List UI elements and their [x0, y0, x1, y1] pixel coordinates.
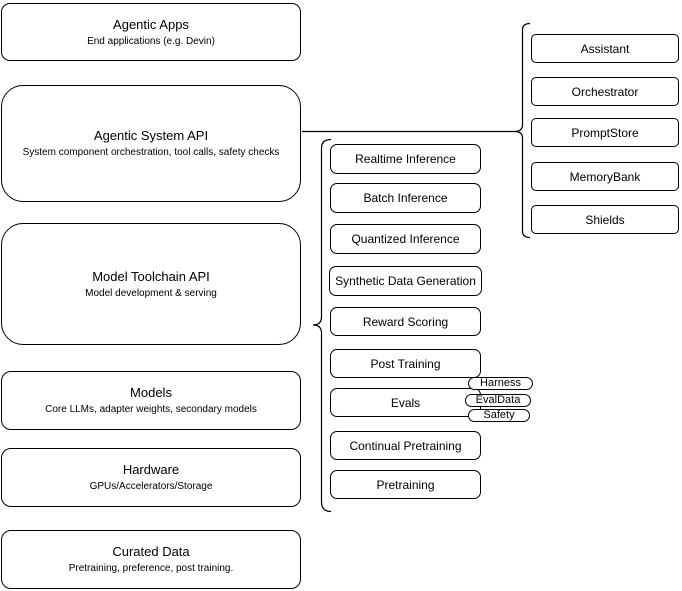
node-subtitle: End applications (e.g. Devin)	[87, 35, 215, 47]
node-continual-pretraining: Continual Pretraining	[330, 431, 481, 460]
node-memorybank: MemoryBank	[531, 162, 679, 191]
node-promptstore: PromptStore	[531, 118, 679, 147]
right-group-brace	[514, 22, 531, 239]
middle-group-brace	[312, 138, 332, 513]
node-subtitle: Pretraining, preference, post training.	[68, 563, 234, 574]
node-title: Agentic System API	[93, 128, 209, 143]
node-hardware: Hardware GPUs/Accelerators/Storage	[1, 448, 301, 507]
node-subtitle: Model development & serving	[85, 287, 217, 299]
node-title: Curated Data	[112, 544, 190, 559]
tag-safety: Safety	[468, 409, 530, 422]
node-assistant: Assistant	[531, 34, 679, 63]
node-curated-data: Curated Data Pretraining, preference, po…	[1, 530, 301, 589]
node-subtitle: System component orchestration, tool cal…	[22, 147, 280, 158]
node-subtitle: Core LLMs, adapter weights, secondary mo…	[45, 404, 257, 415]
node-shields: Shields	[531, 205, 679, 234]
node-title: Hardware	[122, 462, 180, 477]
tag-evaldata: EvalData	[465, 394, 531, 407]
node-post-training: Post Training	[330, 349, 481, 378]
node-reward-scoring: Reward Scoring	[330, 307, 481, 336]
node-evals: Evals	[330, 388, 481, 417]
node-models: Models Core LLMs, adapter weights, secon…	[1, 371, 301, 430]
node-synthetic-data-generation: Synthetic Data Generation	[329, 266, 482, 296]
node-title: Models	[130, 385, 172, 400]
node-realtime-inference: Realtime Inference	[330, 144, 481, 174]
node-pretraining: Pretraining	[330, 470, 481, 499]
node-agentic-apps: Agentic Apps End applications (e.g. Devi…	[1, 3, 301, 61]
node-subtitle: GPUs/Accelerators/Storage	[89, 481, 213, 492]
node-model-toolchain-api: Model Toolchain API Model development & …	[1, 223, 301, 345]
node-agentic-system-api: Agentic System API System component orch…	[1, 85, 301, 202]
node-orchestrator: Orchestrator	[531, 77, 679, 106]
node-title: Model Toolchain API	[92, 268, 210, 284]
node-batch-inference: Batch Inference	[330, 183, 481, 213]
tag-harness: Harness	[468, 377, 533, 390]
node-quantized-inference: Quantized Inference	[330, 224, 481, 254]
node-title: Agentic Apps	[113, 16, 189, 32]
